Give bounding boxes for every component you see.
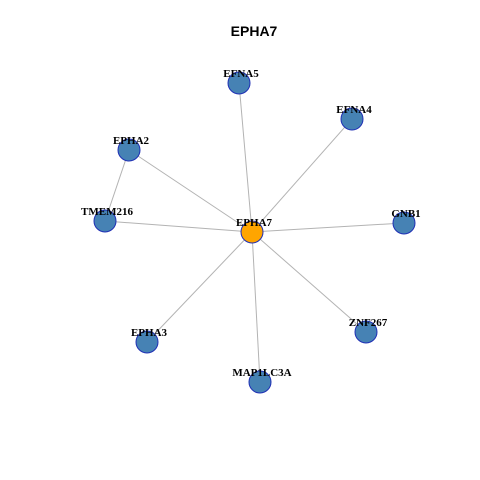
node-znf267 xyxy=(354,320,378,344)
edge-epha7-epha2 xyxy=(128,149,253,233)
node-map1lc3a xyxy=(248,370,272,394)
edge-layer xyxy=(104,82,405,383)
node-gnb1 xyxy=(392,211,416,235)
node-epha2 xyxy=(117,138,141,162)
node-epha7 xyxy=(240,220,264,244)
node-label-gnb1: GNB1 xyxy=(391,208,420,220)
edge-epha7-znf267 xyxy=(251,231,367,333)
edge-epha7-map1lc3a xyxy=(251,231,261,383)
node-label-map1lc3a: MAP1LC3A xyxy=(232,367,291,379)
node-label-epha3: EPHA3 xyxy=(131,327,168,339)
edge-epha7-tmem216 xyxy=(104,220,253,233)
node-efna5 xyxy=(227,71,251,95)
node-label-tmem216: TMEM216 xyxy=(81,206,133,218)
edge-epha7-gnb1 xyxy=(251,222,405,233)
edge-epha7-efna5 xyxy=(238,82,253,233)
edge-epha7-epha3 xyxy=(146,231,253,343)
node-label-znf267: ZNF267 xyxy=(349,317,388,329)
node-tmem216 xyxy=(93,209,117,233)
node-label-epha7: EPHA7 xyxy=(236,217,273,229)
edge-epha2-tmem216 xyxy=(104,149,130,222)
node-label-efna4: EFNA4 xyxy=(336,104,372,116)
edge-epha7-efna4 xyxy=(251,118,353,233)
node-efna4 xyxy=(340,107,364,131)
diagram-title: EPHA7 xyxy=(231,23,278,39)
node-epha3 xyxy=(135,330,159,354)
node-label-epha2: EPHA2 xyxy=(113,135,150,147)
node-label-efna5: EFNA5 xyxy=(223,68,259,80)
node-layer xyxy=(93,71,416,394)
